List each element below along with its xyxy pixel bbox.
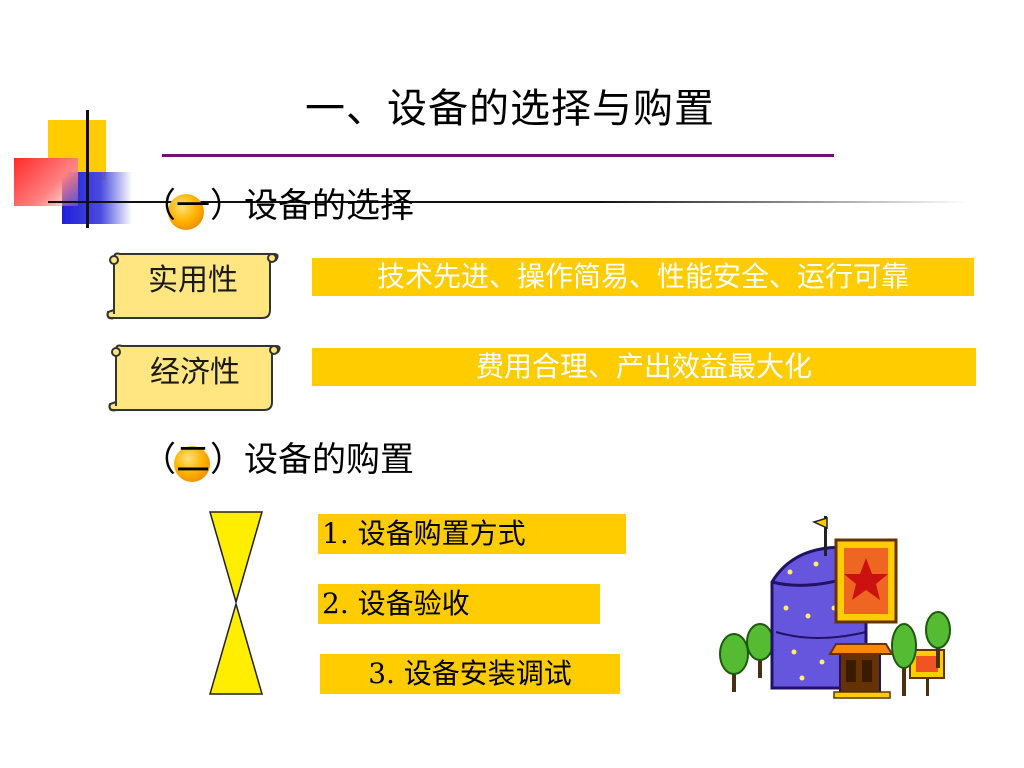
hourglass-icon (209, 511, 263, 695)
section-title-text: ）设备的选择 (210, 186, 414, 226)
page-title: 一、设备的选择与购置 (305, 86, 715, 132)
decor-horizontal-line (48, 201, 968, 203)
section-title-text: ）设备的购置 (210, 440, 414, 480)
section-prefix: （ (142, 186, 176, 226)
scroll-banner-practicality: 实用性 (104, 248, 280, 320)
decor-red-square (14, 158, 78, 206)
criterion-label: 实用性 (148, 263, 238, 298)
criterion-label: 经济性 (150, 355, 240, 390)
section-number: 二 (176, 440, 210, 480)
section-number: 一 (176, 186, 210, 226)
orange-bullet-icon (168, 194, 204, 230)
section-prefix: （ (142, 440, 176, 480)
purchase-step-item: 3. 设备安装调试 (320, 654, 620, 694)
criterion-description: 技术先进、操作简易、性能安全、运行可靠 (312, 258, 974, 296)
section-heading-selection: （一）设备的选择 (142, 178, 414, 227)
decor-vertical-line (86, 110, 89, 228)
purchase-step-item: 2. 设备验收 (318, 584, 600, 624)
orange-bullet-icon (174, 446, 210, 482)
scroll-icon (106, 252, 279, 320)
purchase-step-item: 1. 设备购置方式 (318, 514, 626, 554)
criterion-description: 费用合理、产出效益最大化 (312, 348, 976, 386)
building-clipart-icon (719, 516, 951, 699)
scroll-icon (108, 344, 281, 412)
scroll-banner-economy: 经济性 (106, 340, 282, 412)
section-heading-purchase: （二）设备的购置 (142, 432, 414, 481)
title-underline (162, 154, 834, 157)
